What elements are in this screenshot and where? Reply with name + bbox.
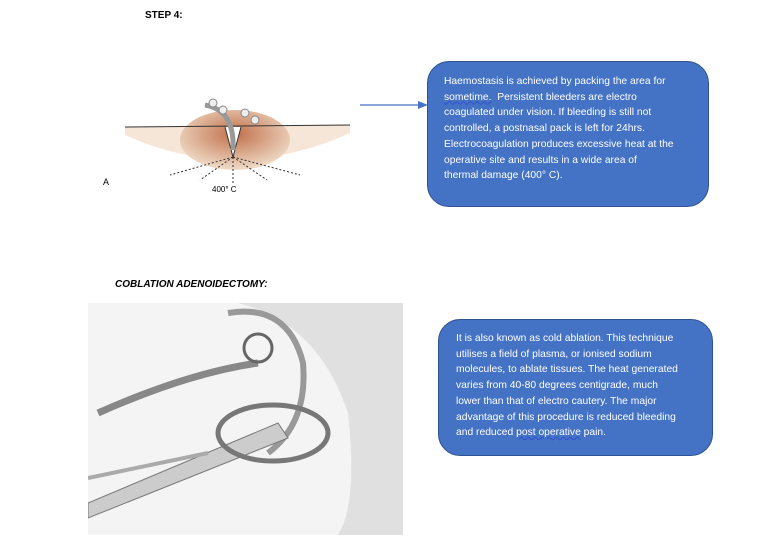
- text-line: advantage of this procedure is reduced b…: [456, 411, 676, 423]
- coblation-illustration: [87, 303, 403, 535]
- text-line: molecules, to ablate tissues. The heat g…: [456, 364, 678, 376]
- electrocoagulation-figure: A 400° C: [95, 95, 365, 200]
- spellcheck-word: sometime.: [444, 91, 492, 103]
- text-line: Haemostasis is achieved by packing the a…: [444, 76, 666, 87]
- text-fragment: and reduced: [456, 427, 517, 439]
- text-line: varies from 40-80 degrees centigrade, mu…: [456, 380, 659, 392]
- arrow-icon: [360, 101, 428, 109]
- coblation-heading: COBLATION ADENOIDECTOMY:: [115, 279, 268, 290]
- text-line: coagulated under vision. If bleeding is …: [444, 107, 652, 119]
- text-fragment: pain.: [580, 427, 607, 439]
- text-line: lower than that of electro cautery. The …: [456, 395, 657, 407]
- step4-heading: STEP 4:: [145, 10, 183, 21]
- text-line: Electrocoagulation produces excessive he…: [444, 138, 674, 150]
- text-line: thermal damage (400° C).: [444, 170, 563, 182]
- text-line: operative site and results in a wide are…: [444, 154, 637, 166]
- temperature-label: 400° C: [212, 185, 237, 194]
- spellcheck-word: post operative: [516, 427, 581, 439]
- text-line: sometime. Persistent bleeders are electr…: [444, 90, 708, 106]
- text-line: and reduced post operative pain.: [456, 425, 712, 441]
- text-fragment: Persistent bleeders are electro: [491, 91, 637, 103]
- figure-label: A: [103, 177, 110, 187]
- text-line: controlled, a postnasal pack is left for…: [444, 123, 645, 135]
- text-line: utilises a field of plasma, or ionised s…: [456, 348, 652, 360]
- haemostasis-textbox: Haemostasis is achieved by packing the a…: [427, 61, 709, 207]
- text-line: It is also known as cold ablation. This …: [456, 333, 674, 344]
- coblation-textbox: It is also known as cold ablation. This …: [438, 319, 713, 456]
